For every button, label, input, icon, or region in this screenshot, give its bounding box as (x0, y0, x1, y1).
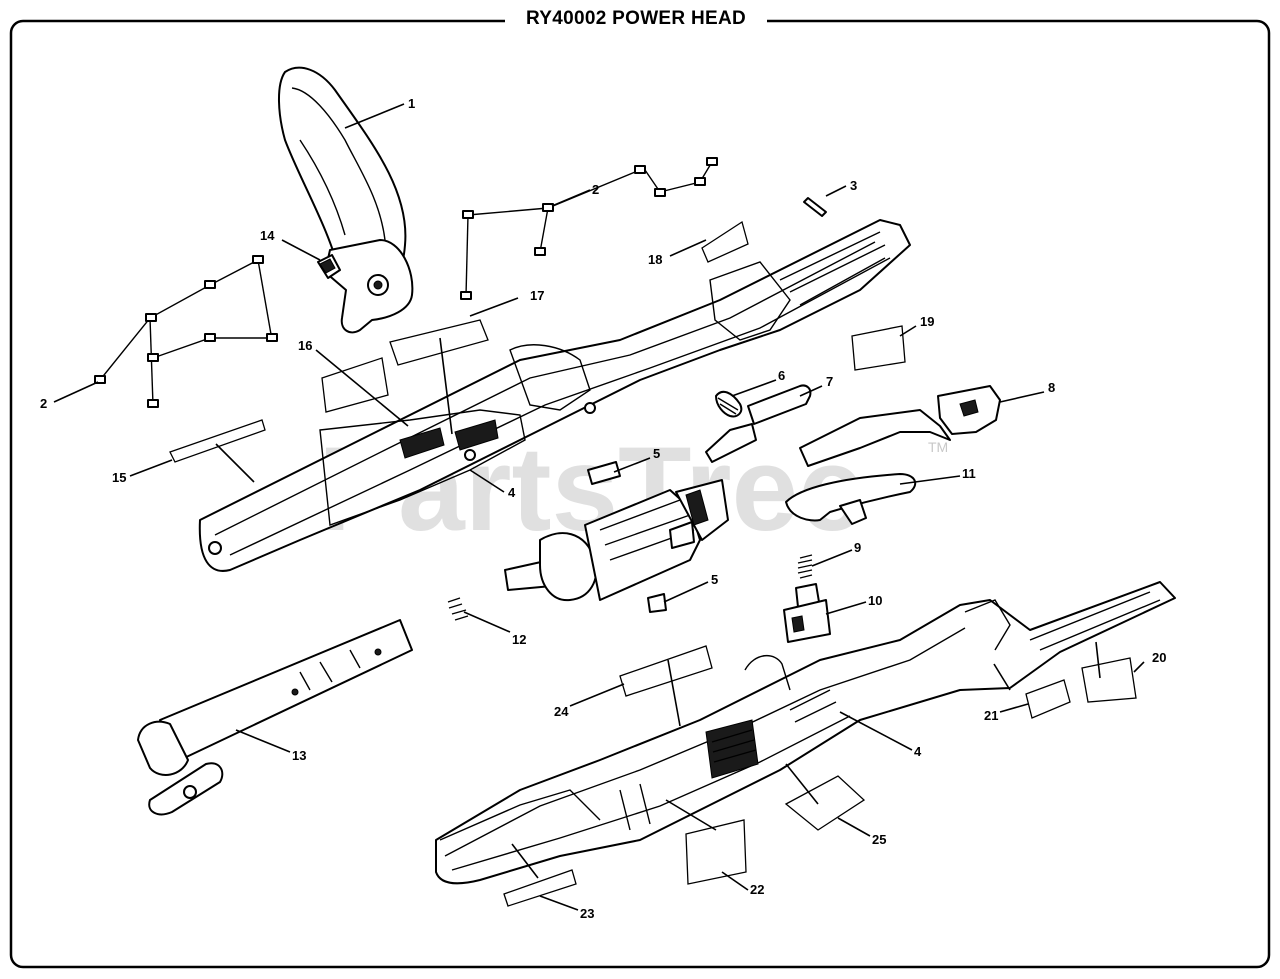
callout-2-top: 2 (592, 182, 599, 197)
part-spring-small (797, 554, 813, 579)
callout-7: 7 (826, 374, 833, 389)
callout-21: 21 (984, 708, 998, 723)
callout-15: 15 (112, 470, 126, 485)
callout-4-lower: 4 (914, 744, 922, 759)
part-spring-lower (447, 597, 469, 621)
part-switch-assembly (705, 384, 1001, 525)
leader-lines (53, 103, 1145, 911)
callout-5-upper: 5 (653, 446, 660, 461)
callout-9: 9 (854, 540, 861, 555)
part-lockoff (783, 583, 831, 643)
label-sheets-lower (503, 645, 1137, 907)
callout-5-lower: 5 (711, 572, 718, 587)
callout-11: 11 (962, 466, 976, 481)
part-motor (504, 461, 729, 613)
callout-4-upper: 4 (508, 485, 516, 500)
callout-23: 23 (580, 906, 594, 921)
callout-12: 12 (512, 632, 526, 647)
callout-6: 6 (778, 368, 785, 383)
callout-14: 14 (260, 228, 275, 243)
callout-1: 1 (408, 96, 415, 111)
callout-2-left: 2 (40, 396, 47, 411)
callout-10: 10 (868, 593, 882, 608)
screw-set-left (94, 255, 278, 408)
part-boom-shaft (137, 619, 413, 816)
diagram-title: RY40002 POWER HEAD (525, 8, 747, 29)
callout-labels: 1 2 2 3 4 4 5 5 6 7 8 9 10 11 12 13 14 1… (40, 96, 1166, 921)
title-background (505, 6, 767, 36)
label-sheets-upper (169, 220, 906, 463)
screw-single (803, 197, 827, 217)
callout-22: 22 (750, 882, 764, 897)
callout-18: 18 (648, 252, 662, 267)
callout-3: 3 (850, 178, 857, 193)
callout-25: 25 (872, 832, 886, 847)
callout-8: 8 (1048, 380, 1055, 395)
callout-24: 24 (554, 704, 569, 719)
callout-13: 13 (292, 748, 306, 763)
part-upper-housing (198, 219, 911, 572)
callout-19: 19 (920, 314, 934, 329)
callout-16: 16 (298, 338, 312, 353)
part-auxiliary-handle (277, 66, 414, 334)
part-lower-housing (435, 581, 1176, 885)
callout-17: 17 (530, 288, 544, 303)
part-handle-clamp (317, 254, 341, 279)
screw-set-top (460, 157, 718, 300)
callout-20: 20 (1152, 650, 1166, 665)
watermark-trademark: TM (928, 439, 948, 455)
